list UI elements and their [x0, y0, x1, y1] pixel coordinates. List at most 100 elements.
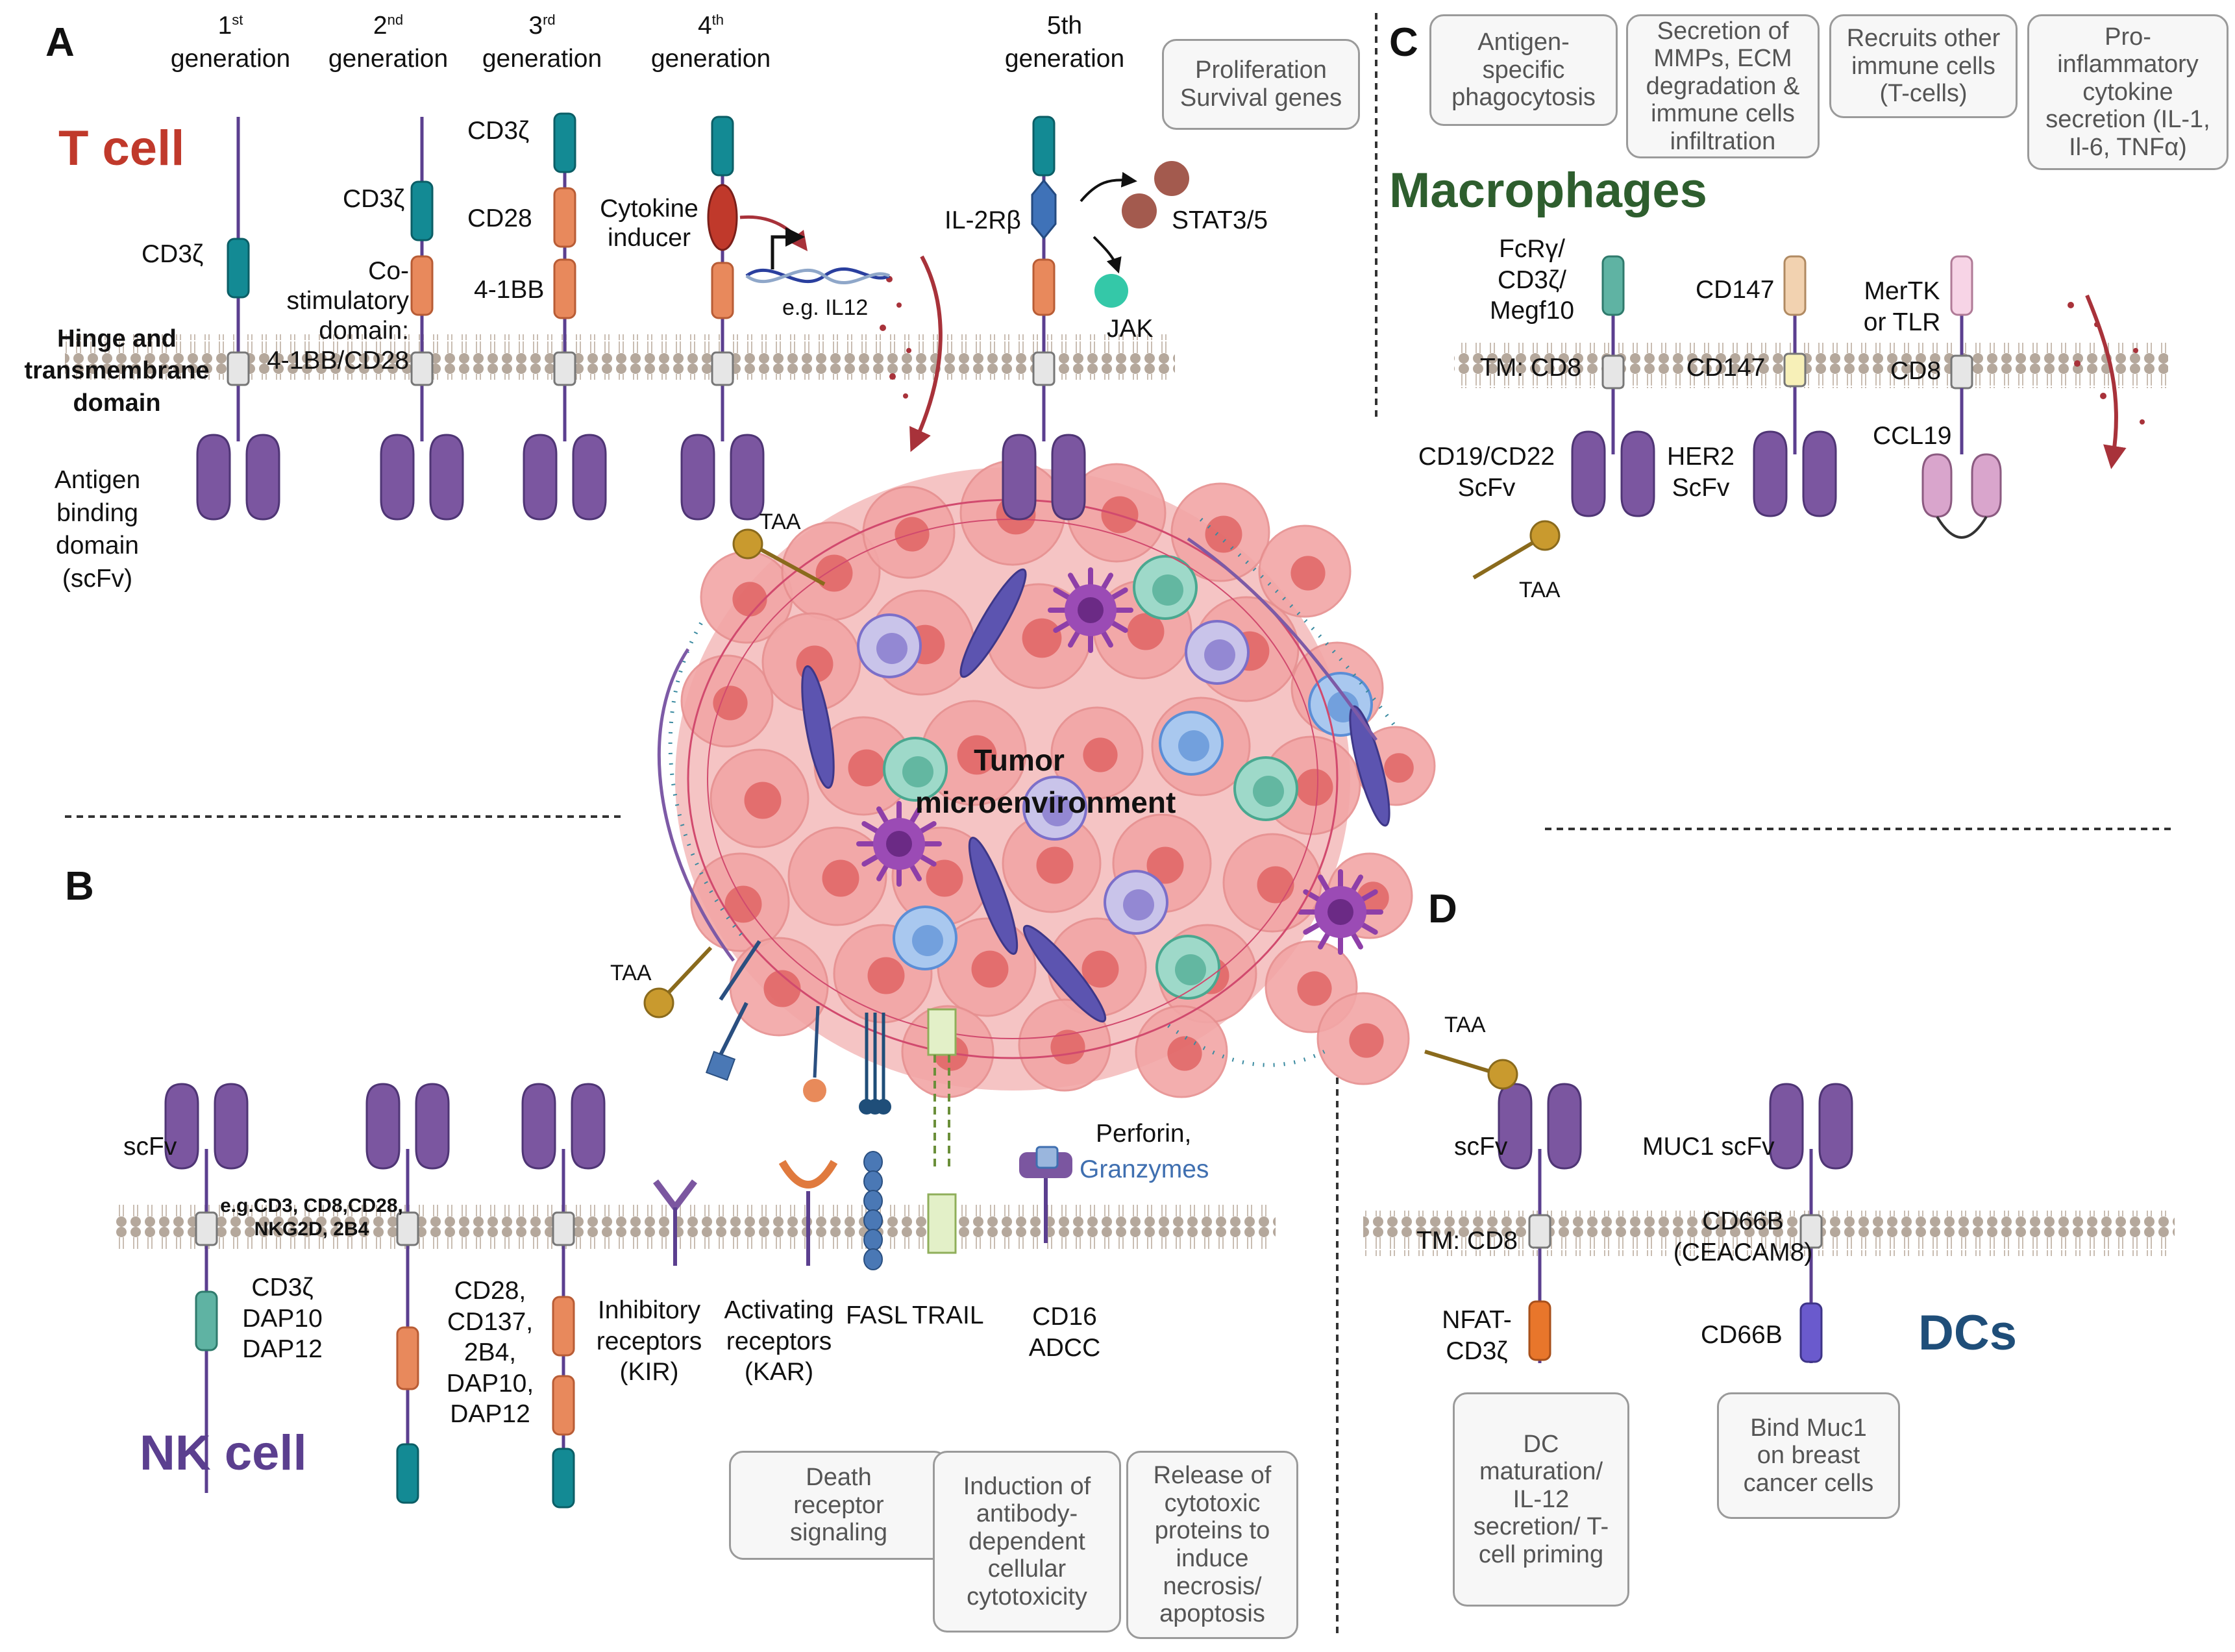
cd3z-label-1: CD3ζ [142, 240, 204, 268]
cd147-label-2: CD147 [1686, 354, 1766, 382]
nk-cd3z-label: CD3ζ DAP10 DAP12 [242, 1274, 323, 1364]
scfv-loop [196, 434, 231, 521]
scfv-loop [523, 434, 558, 521]
transmembrane-domain [195, 1211, 218, 1246]
cd3z-label-2: CD3ζ [343, 185, 405, 213]
dc-tm-label: TM: CD8 [1416, 1227, 1518, 1255]
immune-nucleus [1204, 639, 1235, 671]
generation-number: 1 [217, 12, 232, 40]
ligand-stem [719, 1002, 748, 1056]
trail-ligand [927, 1008, 957, 1056]
generation-label: generation [650, 44, 771, 73]
nk-taa-label: TAA [610, 961, 652, 985]
immune-nucleus [1175, 954, 1206, 985]
macrophage-title: Macrophages [1389, 163, 1707, 218]
scfv-loop [245, 434, 280, 521]
ligand-stem [719, 940, 761, 1001]
macrophage-box-1: Antigen- specific phagocytosis [1429, 14, 1618, 126]
scfv-loop [365, 1083, 401, 1170]
transmembrane-domain [1032, 351, 1056, 386]
macrophage-box-3: Recruits other immune cells (T-cells) [1829, 14, 2018, 118]
costim-domain [1032, 258, 1056, 316]
cd28-label: CD28 [467, 204, 532, 232]
tumor-nucleus [867, 957, 905, 994]
immune-nucleus [1178, 730, 1209, 761]
transmembrane-domain [1528, 1214, 1551, 1249]
cd3z-domain [410, 180, 434, 241]
scfv-loop [571, 1083, 606, 1170]
tumor-taa-label: TAA [759, 510, 801, 534]
kar-receptor [778, 1159, 838, 1189]
nk-cd28-label: CD28, CD137, 2B4, DAP10, DAP12 [446, 1277, 534, 1429]
tumor-nucleus [1349, 1023, 1384, 1058]
tumor-nucleus [1297, 971, 1332, 1006]
nk-box-3: Release of cytotoxic proteins to induce … [1126, 1451, 1298, 1639]
tumor-nucleus [724, 885, 762, 923]
cd66b-label: CD66B [1701, 1321, 1783, 1349]
scfv-loop [1547, 1083, 1582, 1170]
immune-nucleus [912, 925, 943, 956]
fasl-bead [863, 1190, 883, 1212]
fasl-bead [863, 1170, 883, 1192]
cd3z-domain [195, 1290, 218, 1351]
dc-title: DCs [1918, 1305, 2018, 1361]
tumor-microenvironment [657, 460, 1436, 1098]
cd28-domain [553, 187, 576, 248]
activating-receptors-label: Activating receptors (KAR) [724, 1296, 834, 1387]
tumor-nucleus [1384, 753, 1414, 783]
perforin-icon [1019, 1146, 1072, 1243]
generation-label: generation [170, 44, 291, 73]
tumor-nucleus [1257, 866, 1294, 904]
cd3z-domain [711, 116, 734, 177]
fasl-bead [863, 1209, 883, 1231]
trail-receptor [927, 1193, 957, 1254]
scfv-loop [429, 434, 464, 521]
generation-header-1: 1st generation [146, 10, 315, 75]
scfv-loop [1753, 430, 1788, 517]
panel-dividers [65, 13, 2175, 1636]
cd3z-domain [1032, 116, 1056, 177]
scfv-loop [730, 434, 765, 521]
cd16-label: CD16 ADCC [1028, 1303, 1101, 1362]
granzymes-label: Granzymes [1080, 1155, 1209, 1183]
scfv-loop [1818, 1083, 1853, 1170]
fasl-bead [863, 1248, 883, 1270]
nk-box-2: Induction of antibody- dependent cellula… [933, 1451, 1121, 1633]
antigen-binding-label: Antigen binding domain (scFv) [54, 466, 141, 593]
costim-domain [552, 1375, 575, 1436]
nk-box-1: Death receptor signaling [729, 1451, 948, 1560]
tumor-nucleus [1036, 846, 1074, 884]
tumor-nucleus [1290, 556, 1326, 591]
fibroblast [959, 568, 1027, 678]
cd3z-label-3: CD3ζ [467, 117, 530, 145]
fcr-domain [1601, 255, 1625, 316]
tumor-nucleus [971, 950, 1009, 988]
dc-nucleus [1078, 597, 1104, 623]
stat-label: STAT3/5 [1172, 206, 1268, 234]
generation-label: generation [1004, 44, 1125, 73]
scfv-loop [1571, 430, 1606, 517]
tumor-nucleus [1081, 950, 1119, 988]
tumor-nucleus [1022, 618, 1062, 658]
nfat-label: NFAT- CD3ζ [1442, 1306, 1512, 1365]
scfv-loop [1051, 434, 1086, 521]
transmembrane-domain [1950, 354, 1973, 389]
stat-jak-icons [1094, 161, 1189, 308]
ccl19-loop [1971, 453, 2002, 518]
tumor-nucleus [1146, 846, 1184, 884]
fibroblast [1022, 924, 1107, 1023]
nk-receptors [164, 940, 957, 1509]
tumor-nucleus [1127, 613, 1165, 650]
signal-arrows [739, 171, 2127, 469]
scfv-loop [380, 434, 415, 521]
dc-receptors [1498, 1083, 1853, 1363]
dc-nucleus [886, 831, 912, 857]
costim-domain [711, 262, 734, 319]
generation-suffix: st [232, 12, 243, 28]
scfv-loop [680, 434, 715, 521]
transmembrane-domain [410, 351, 434, 386]
